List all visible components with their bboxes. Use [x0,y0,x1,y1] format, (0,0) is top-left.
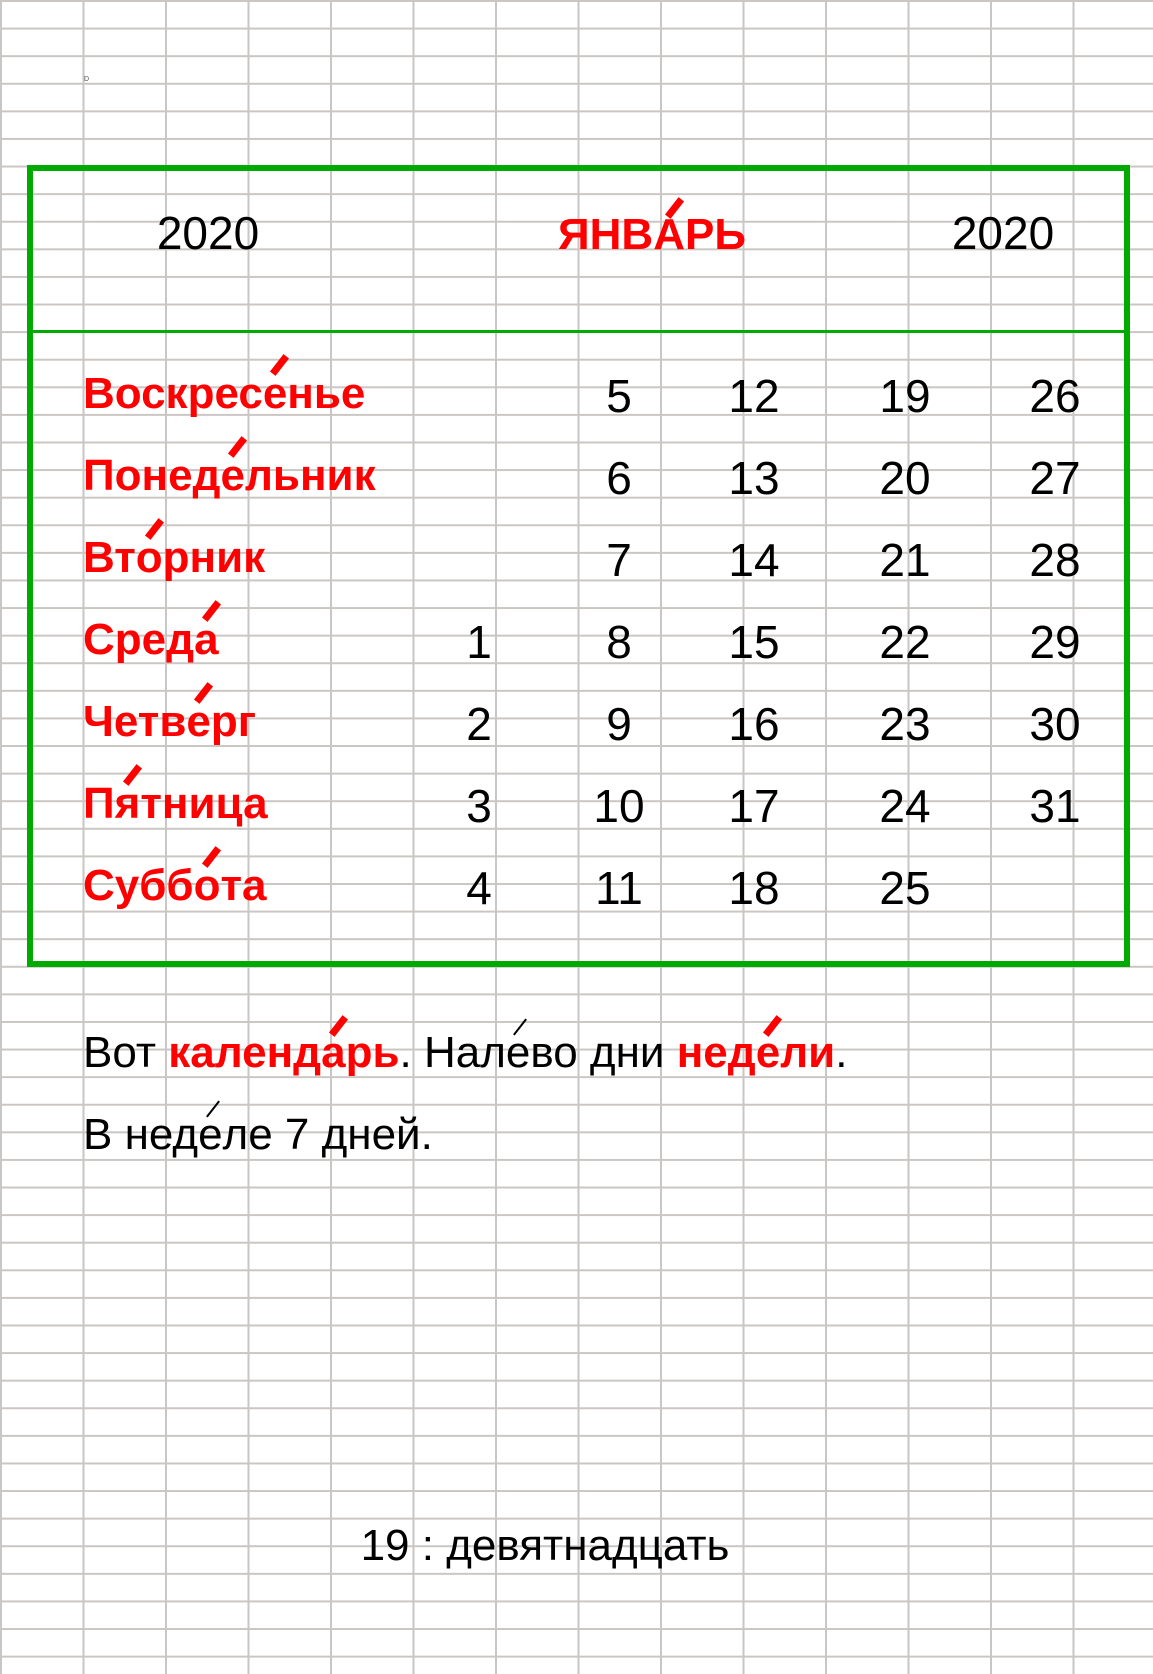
date-cell: 13 [728,452,780,504]
date-cell: 20 [879,452,931,504]
text: рник [162,533,266,582]
text: ли [780,1028,836,1077]
stress-letter: а [194,615,219,664]
day-name: Среда [83,600,221,670]
text: Субб [83,861,194,910]
date-cell: 27 [1029,452,1081,504]
text: календ [168,1028,322,1077]
date-cell: 23 [879,698,931,750]
year-right: 2020 [951,207,1055,259]
date-cell: 21 [879,534,931,586]
date-cell: 22 [879,616,931,668]
date-cell: 5 [606,370,632,422]
date-cell: 6 [606,452,632,504]
text: П [83,779,115,828]
date-cell: 8 [606,616,632,668]
stress-letter: е [198,1110,223,1159]
year-left: 2020 [156,207,260,259]
text: во дни [530,1028,677,1077]
date-cell: 12 [728,370,780,422]
text: рь [345,1028,400,1077]
text: . Нал [399,1028,506,1077]
stress-letter: е [186,697,211,746]
text: Четв [83,697,187,746]
stress-letter: я [114,779,141,828]
calendar-frame [27,165,1130,967]
text: льник [244,451,376,500]
page-number-footer: 19 : девятнадцать [360,1521,730,1570]
date-cell: 10 [593,780,645,832]
date-cell: 1 [466,616,492,668]
header-divider [33,330,1124,333]
date-cell: 25 [879,862,931,914]
date-cell: 11 [595,862,643,914]
text: . [835,1028,848,1077]
date-cell: 18 [728,862,780,914]
date-cell: 17 [728,780,780,832]
text: нед [676,1028,756,1077]
date-cell: 26 [1029,370,1081,422]
date-cell: 31 [1029,780,1081,832]
text: нье [287,369,366,418]
date-cell: 9 [606,698,632,750]
text: рг [210,697,257,746]
date-cell: 28 [1029,534,1081,586]
stress-letter: о [193,861,221,910]
date-cell: 15 [728,616,780,668]
date-cell: 30 [1029,698,1081,750]
text: Вот [83,1028,169,1077]
date-cell: 2 [466,698,492,750]
date-cell: 24 [879,780,931,832]
date-cell: 16 [728,698,780,750]
stress-letter: о [135,533,163,582]
stress-letter: е [262,369,288,418]
stress-letter: е [505,1028,531,1077]
date-cell: 4 [466,862,492,914]
text: тница [140,779,268,828]
text: Воскрес [83,369,263,418]
month-post: РЬ [684,210,746,259]
date-cell: 14 [728,534,780,586]
date-cell: 19 [879,370,931,422]
text: Сред [83,615,195,664]
text: Вт [83,533,136,582]
text: Понед [83,451,221,500]
text: В нед [83,1110,199,1159]
text: та [220,861,267,910]
date-cell: 3 [466,780,492,832]
stress-letter: е [220,451,245,500]
corner-mark: D [84,76,90,83]
date-cell: 29 [1029,616,1081,668]
month-pre: ЯНВ [558,210,654,259]
text: ле 7 дней. [222,1110,433,1159]
date-cell: 7 [606,534,632,586]
